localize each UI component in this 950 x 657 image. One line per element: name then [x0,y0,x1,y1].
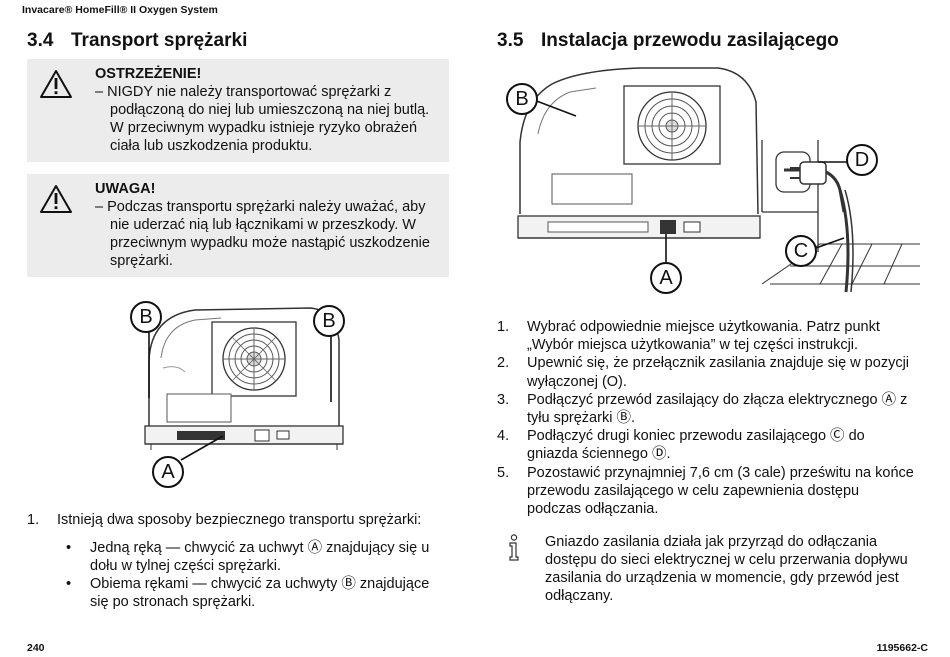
warning-box: OSTRZEŻENIE! – NIGDY nie należy transpor… [27,59,449,162]
section-number: 3.4 [27,30,54,51]
transport-bullets: • Jedną ręką — chwycić za uchwyt Ⓐ znajdu… [64,540,450,612]
warning-triangle-icon [40,70,72,98]
section-title: Transport sprężarki [71,30,248,51]
page-number: 240 [27,642,45,654]
step-item: 2. Upewnić się, że przełącznik zasilania … [497,354,915,390]
step-text: Upewnić się, że przełącznik zasilania zn… [527,355,910,390]
warning-title: OSTRZEŻENIE! [95,66,202,82]
step-item: 5. Pozostawić przynajmniej 7,6 cm (3 cale… [497,464,915,519]
step-number: 1. [27,512,40,528]
document-number: 1195662-C [876,642,928,654]
step-text: Podłączyć drugi koniec przewodu zasilają… [527,428,865,463]
section-number: 3.5 [497,30,524,51]
compressor-transport-figure [144,307,344,461]
caution-text: – Podczas transportu sprężarki należy uw… [95,199,430,269]
step-text: Wybrać odpowiednie miejsce użytkowania. … [527,319,880,354]
step-number: 4. [497,428,510,445]
callout-a: A [650,262,682,294]
step-item: 4. Podłączyć drugi koniec przewodu zasila… [497,427,915,463]
bullet-marker: • [66,540,72,556]
bullet-item: • Obiema rękami — chwycić za uchwyty Ⓑ zn… [64,576,450,611]
callout-d: D [846,144,878,176]
power-cord-installation-figure [517,67,920,293]
transport-step-1: 1. Istnieją dwa sposoby bezpiecznego tra… [27,511,452,529]
warning-text: – NIGDY nie należy transportować sprężar… [95,84,430,154]
section-heading-power-cord: 3.5 Instalacja przewodu zasilającego [497,30,839,52]
caution-title: UWAGA! [95,181,156,197]
info-note: Gniazdo zasilania działa jak przyrząd do… [545,534,908,604]
caution-triangle-icon [40,185,72,213]
step-number: 1. [497,319,510,335]
step-number: 3. [497,391,510,408]
bullet-item: • Jedną ręką — chwycić za uchwyt Ⓐ znajdu… [64,540,450,575]
step-text: Pozostawić przynajmniej 7,6 cm (3 cale) … [527,464,914,518]
step-text: Istnieją dwa sposoby bezpiecznego transp… [57,512,422,528]
bullet-marker: • [66,576,72,592]
callout-b-left: B [130,301,162,333]
step-item: 1. Wybrać odpowiednie miejsce użytkowania… [497,318,915,354]
step-item: 3. Podłączyć przewód zasilający do złącza… [497,391,915,427]
bullet-text: Obiema rękami — chwycić za uchwyty Ⓑ zna… [90,576,430,610]
callout-c: C [785,235,817,267]
installation-steps: 1. Wybrać odpowiednie miejsce użytkowania… [497,318,915,518]
step-number: 5. [497,464,510,481]
callout-a: A [152,456,184,488]
section-title: Instalacja przewodu zasilającego [541,30,839,51]
callout-b: B [506,83,538,115]
section-heading-transport: 3.4 Transport sprężarki [27,30,247,52]
info-icon [509,534,519,561]
callout-b-right: B [313,305,345,337]
bullet-text: Jedną ręką — chwycić za uchwyt Ⓐ znajduj… [90,540,430,574]
caution-box: UWAGA! – Podczas transportu sprężarki na… [27,174,449,277]
running-header: Invacare® HomeFill® II Oxygen System [22,4,218,16]
step-text: Podłączyć przewód zasilający do złącza e… [527,391,908,427]
step-number: 2. [497,355,510,372]
